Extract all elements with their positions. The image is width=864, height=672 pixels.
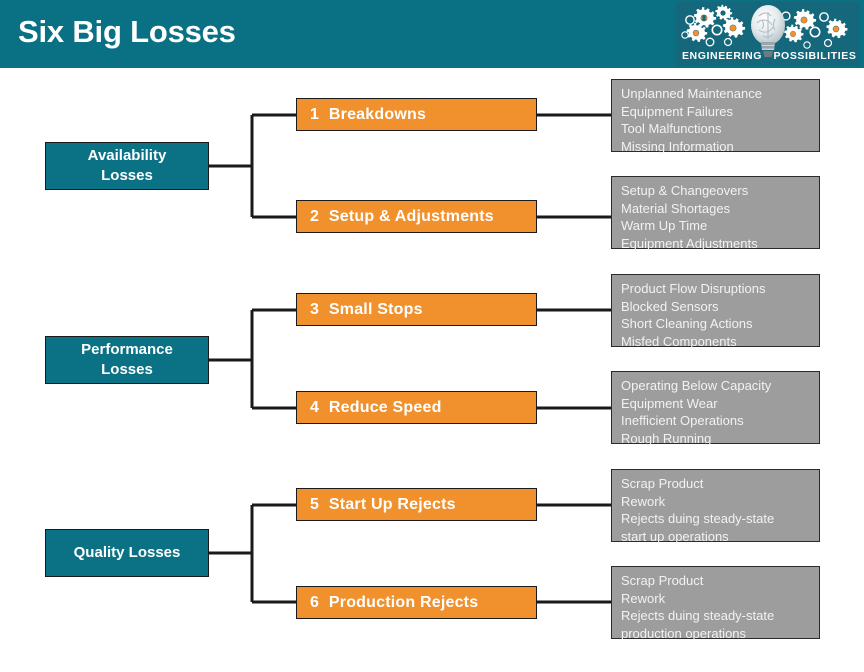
detail-line: Missing Information [621, 138, 734, 154]
loss-label: Production Rejects [328, 593, 479, 611]
detail-line: Rework [621, 493, 666, 509]
loss-box-small-stops[interactable]: 3 Small Stops [296, 293, 537, 326]
page-title: Six Big Losses [18, 14, 236, 49]
detail-line: Misfed Components [621, 333, 737, 349]
detail-line: start up operations [621, 528, 729, 544]
loss-box-reduce-speed[interactable]: 4 Reduce Speed [296, 391, 537, 424]
logo-right-word: POSSIBILITIES [773, 50, 856, 62]
loss-number: 4 [310, 398, 319, 416]
detail-line: Material Shortages [621, 200, 731, 216]
gear-cluster-left [681, 4, 746, 47]
detail-line: Rework [621, 590, 666, 606]
detail-line: Scrap Product [621, 476, 704, 491]
loss-box-start-up-rejects[interactable]: 5 Start Up Rejects [296, 488, 537, 521]
gear-cluster-right [775, 9, 848, 49]
loss-number: 2 [310, 207, 319, 225]
detail-box-setup-and-adjustments: Setup & Changeovers Material Shortages W… [611, 176, 820, 251]
loss-number: 3 [310, 300, 319, 318]
detail-line: Scrap Product [621, 573, 704, 588]
page-header: Six Big Losses [0, 0, 864, 68]
loss-label: Setup & Adjustments [328, 207, 494, 225]
detail-line: Rough Running [621, 430, 712, 446]
loss-number: 6 [310, 593, 319, 611]
detail-line: Setup & Changeovers [621, 183, 749, 198]
loss-box-production-rejects[interactable]: 6 Production Rejects [296, 586, 537, 619]
loss-number: 1 [310, 105, 319, 123]
detail-line: Tool Malfunctions [621, 121, 722, 136]
detail-line: Inefficient Operations [621, 413, 744, 428]
engineering-possibilities-logo: ENGINEERING POSSIBILITIES [676, 2, 860, 66]
detail-line: Equipment Failures [621, 103, 733, 119]
loss-box-setup-and-adjustments[interactable]: 2 Setup & Adjustments [296, 200, 537, 233]
detail-box-start-up-rejects: Scrap Product Rework Rejects duing stead… [611, 469, 820, 544]
detail-line: Warm Up Time [621, 218, 708, 233]
diagram-canvas: Availability Losses 1 Breakdowns Unplann… [0, 68, 864, 672]
loss-box-breakdowns[interactable]: 1 Breakdowns [296, 98, 537, 131]
detail-line: Rejects duing steady-state [621, 608, 775, 623]
loss-label: Breakdowns [328, 105, 427, 123]
loss-number: 5 [310, 495, 319, 513]
detail-box-small-stops: Product Flow Disruptions Blocked Sensors… [611, 274, 820, 349]
detail-line: Unplanned Maintenance [621, 86, 762, 101]
loss-label: Small Stops [328, 300, 423, 318]
loss-label: Start Up Rejects [328, 495, 456, 513]
detail-line: Short Cleaning Actions [621, 316, 753, 331]
detail-line: production operations [621, 625, 747, 641]
category-box-availability-losses[interactable]: Availability Losses [45, 142, 209, 190]
detail-line: Blocked Sensors [621, 298, 719, 314]
detail-line: Equipment Wear [621, 395, 718, 411]
category-box-quality-losses[interactable]: Quality Losses [45, 529, 209, 577]
loss-label: Reduce Speed [328, 398, 442, 416]
detail-line: Operating Below Capacity [621, 378, 772, 393]
detail-box-breakdowns: Unplanned Maintenance Equipment Failures… [611, 79, 820, 154]
detail-line: Rejects duing steady-state [621, 511, 775, 526]
detail-box-production-rejects: Scrap Product Rework Rejects duing stead… [611, 566, 820, 641]
category-box-performance-losses[interactable]: Performance Losses [45, 336, 209, 384]
detail-line: Equipment Adjustments [621, 235, 758, 251]
detail-box-reduce-speed: Operating Below Capacity Equipment Wear … [611, 371, 820, 446]
detail-line: Product Flow Disruptions [621, 281, 766, 296]
lightbulb-icon [751, 5, 785, 57]
logo-left-word: ENGINEERING [682, 50, 762, 62]
